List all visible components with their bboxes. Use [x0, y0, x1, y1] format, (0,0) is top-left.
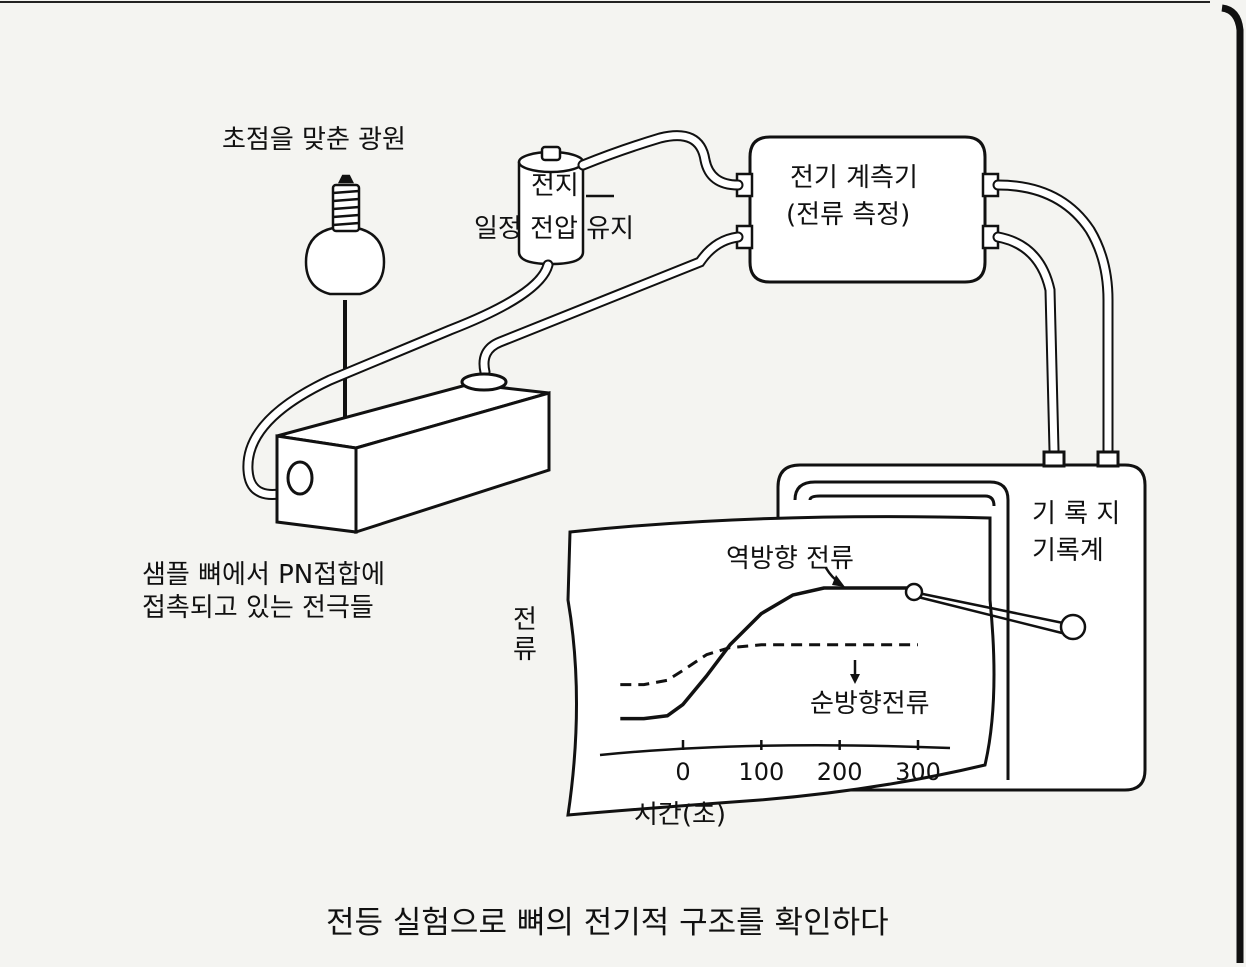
- recorder-port-right: [1096, 450, 1120, 468]
- electrodes-label-line1: 샘플 뼈에서 PN접합에: [142, 560, 386, 590]
- x-tick-label: 0: [675, 758, 690, 786]
- chart-x-ticks: 0 100 200 300: [675, 740, 941, 786]
- page-edge-right: [1221, 4, 1244, 963]
- figure-caption: 전등 실험으로 뼈의 전기적 구조를 확인하다: [326, 905, 889, 941]
- bone-sample-block: [275, 372, 551, 535]
- reverse-current-pointer: [824, 567, 845, 587]
- electrode-end: [286, 460, 314, 496]
- battery-label: 전지: [531, 171, 579, 201]
- meter-label-line2: (전류 측정): [786, 200, 911, 230]
- chart-ylabel: 전류: [513, 605, 537, 665]
- series-label-forward: 순방향전류: [810, 689, 930, 719]
- recorder-label-line1: 기 록 지: [1032, 499, 1121, 529]
- chart-series-1: [620, 643, 918, 687]
- recorder-port-left: [1042, 450, 1066, 468]
- chart-xlabel: 시간(초): [634, 800, 727, 830]
- electric-meter-box: [735, 135, 1000, 284]
- light-source-label: 초점을 맞춘 광원: [222, 125, 406, 155]
- chart-series-layer: [620, 586, 918, 721]
- electrodes-label-line2: 접촉되고 있는 전극들: [142, 593, 374, 623]
- battery-icon: [517, 145, 585, 266]
- light-bulb-icon: [304, 174, 386, 296]
- forward-current-pointer: [850, 660, 860, 684]
- meter-label-line1: 전기 계측기: [790, 163, 918, 193]
- battery-note-label: 일정 전압 유지: [474, 214, 635, 244]
- chart-series-0: [620, 586, 918, 721]
- recorder-label-line2: 기록계: [1032, 536, 1104, 566]
- chart-paper: [566, 515, 996, 817]
- series-label-reverse: 역방향 전류: [726, 544, 854, 574]
- x-tick-label: 300: [895, 758, 941, 786]
- x-tick-label: 100: [738, 758, 784, 786]
- connecting-wires: [242, 130, 1114, 500]
- recorder-pen-arm: [904, 582, 1087, 641]
- x-tick-label: 200: [817, 758, 863, 786]
